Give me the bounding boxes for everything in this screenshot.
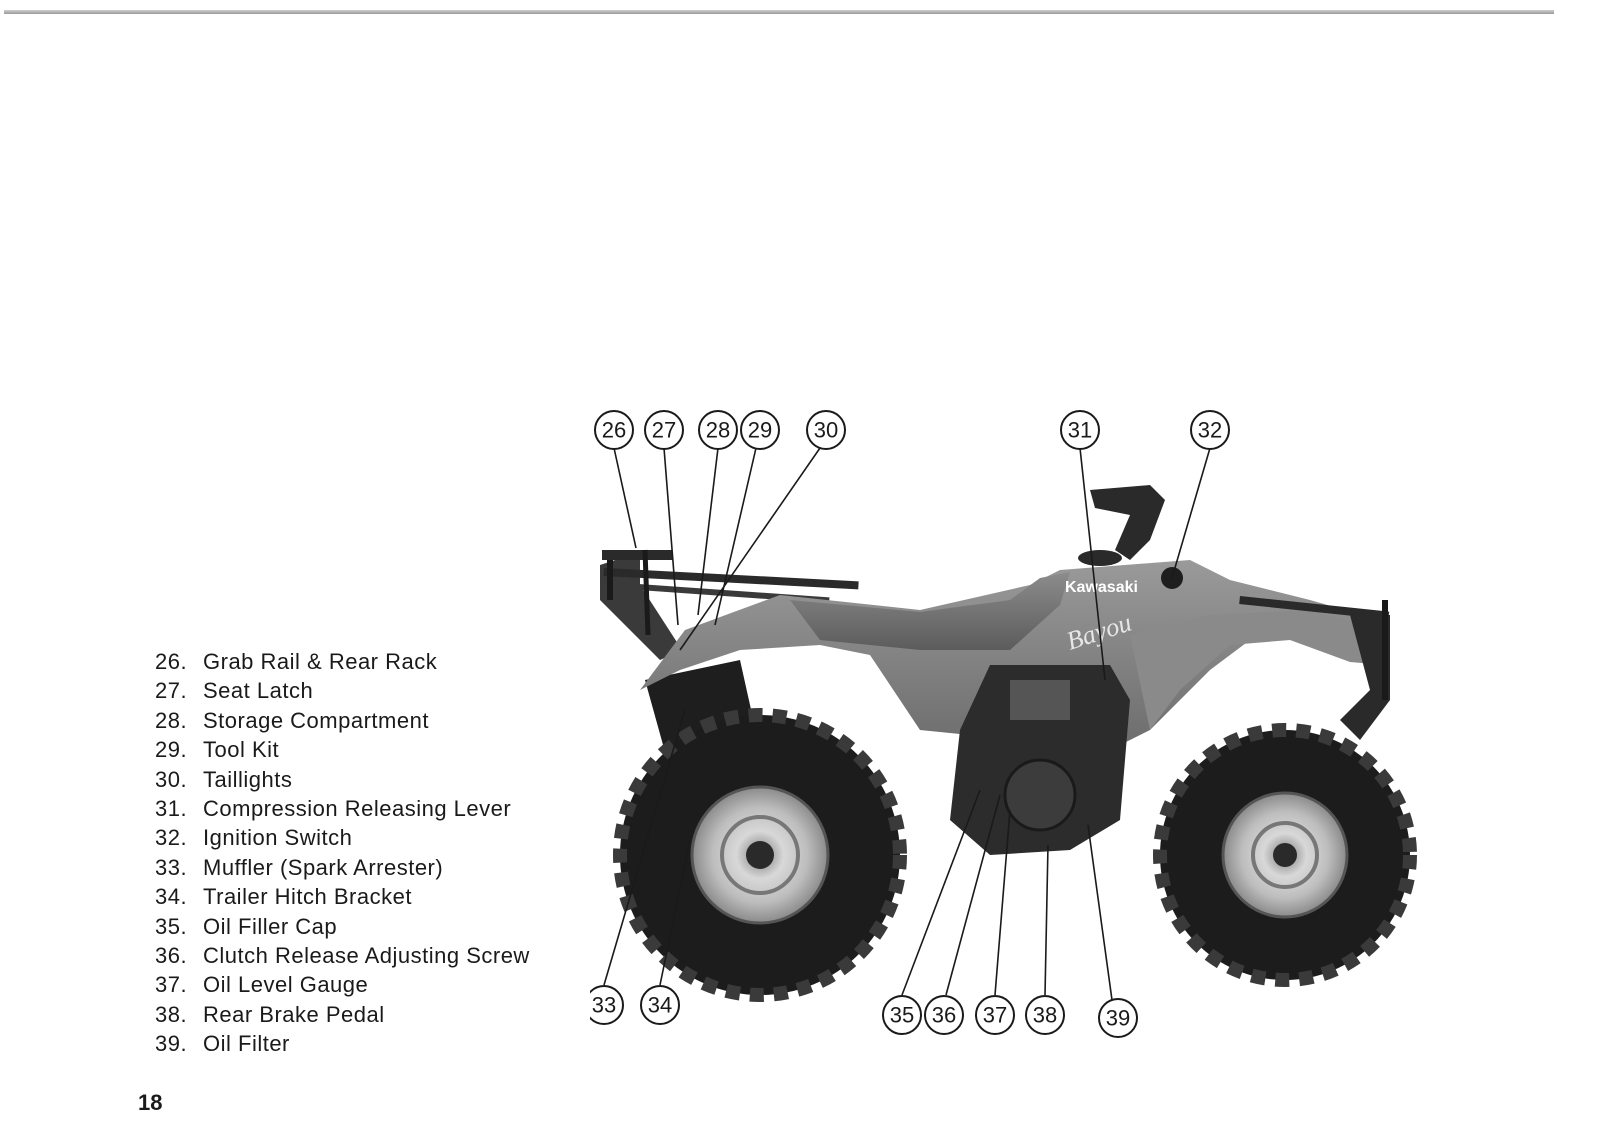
legend-number: 26. bbox=[155, 649, 188, 674]
legend-label: Grab Rail & Rear Rack bbox=[203, 649, 438, 674]
parts-legend: 26. Grab Rail & Rear Rack 27. Seat Latch 2… bbox=[155, 647, 530, 1059]
callout-36: 36 bbox=[924, 995, 964, 1035]
legend-number: 28. bbox=[155, 707, 188, 733]
legend-item: 27. Seat Latch bbox=[155, 676, 530, 705]
svg-text:38: 38 bbox=[1033, 1003, 1057, 1028]
svg-text:36: 36 bbox=[932, 1003, 956, 1028]
legend-number: 39. bbox=[155, 1031, 188, 1057]
legend-label: Tool Kit bbox=[203, 737, 280, 763]
legend-item: 34. Trailer Hitch Bracket bbox=[155, 882, 530, 911]
callout-31: 31 bbox=[1060, 410, 1100, 450]
legend-label: Rear Brake Pedal bbox=[203, 1001, 385, 1027]
legend-number: 30. bbox=[155, 766, 188, 792]
rear-wheel bbox=[613, 708, 907, 1002]
page-number: 18 bbox=[138, 1090, 163, 1115]
callout-29: 29 bbox=[740, 410, 780, 450]
legend-item: 31. Compression Releasing Lever bbox=[155, 794, 530, 823]
callout-27: 27 bbox=[644, 410, 684, 450]
callout-30: 30 bbox=[806, 410, 846, 450]
leader-lines bbox=[603, 447, 1211, 1001]
legend-label: Clutch Release Adjusting Screw bbox=[203, 943, 530, 969]
legend-item: 26. Grab Rail & Rear Rack bbox=[155, 647, 530, 676]
callout-34: 34 bbox=[640, 985, 680, 1025]
legend-number: 31. bbox=[155, 796, 188, 822]
callout-26: 26 bbox=[594, 410, 634, 450]
svg-text:26: 26 bbox=[602, 418, 626, 443]
legend-label: Seat Latch bbox=[203, 678, 314, 704]
legend-label: Storage Compartment bbox=[203, 707, 429, 733]
legend-number: 29. bbox=[155, 737, 188, 763]
legend-item: 38. Rear Brake Pedal bbox=[155, 1000, 530, 1029]
atv-figure: Kawasaki Bayou bbox=[590, 400, 1470, 1060]
callout-32: 32 bbox=[1190, 410, 1230, 450]
legend-number: 33. bbox=[155, 854, 188, 880]
legend-number: 32. bbox=[155, 825, 188, 851]
legend-item: 37. Oil Level Gauge bbox=[155, 970, 530, 999]
engine-cover bbox=[1003, 758, 1077, 832]
seat-shape bbox=[790, 572, 1070, 650]
atv-illustration: Kawasaki Bayou bbox=[590, 410, 1417, 1038]
svg-text:39: 39 bbox=[1106, 1006, 1130, 1031]
legend-number: 36. bbox=[155, 943, 188, 969]
callout-35: 35 bbox=[882, 995, 922, 1035]
svg-text:32: 32 bbox=[1198, 418, 1222, 443]
legend-item: 30. Taillights bbox=[155, 765, 530, 794]
legend-item: 33. Muffler (Spark Arrester) bbox=[155, 853, 530, 882]
svg-text:28: 28 bbox=[706, 418, 730, 443]
svg-text:34: 34 bbox=[648, 993, 672, 1018]
legend-label: Oil Level Gauge bbox=[203, 972, 369, 998]
handlebar bbox=[1090, 485, 1165, 560]
top-rule bbox=[4, 10, 1554, 14]
legend-label: Taillights bbox=[203, 766, 293, 792]
legend-label: Oil Filler Cap bbox=[203, 913, 338, 939]
legend-number: 35. bbox=[155, 913, 188, 939]
svg-text:30: 30 bbox=[814, 418, 838, 443]
svg-text:29: 29 bbox=[748, 418, 772, 443]
callout-37: 37 bbox=[975, 995, 1015, 1035]
legend-label: Compression Releasing Lever bbox=[203, 796, 512, 822]
legend-item: 29. Tool Kit bbox=[155, 735, 530, 764]
legend-item: 39. Oil Filter bbox=[155, 1029, 530, 1058]
callout-33: 33 bbox=[590, 985, 624, 1025]
fuel-cap bbox=[1078, 550, 1122, 566]
front-rack bbox=[1239, 596, 1390, 740]
brand-decal: Kawasaki bbox=[1065, 579, 1138, 596]
svg-text:31: 31 bbox=[1068, 418, 1092, 443]
front-fender bbox=[1130, 610, 1385, 730]
legend-label: Ignition Switch bbox=[203, 825, 353, 851]
callout-28: 28 bbox=[698, 410, 738, 450]
svg-text:33: 33 bbox=[592, 993, 616, 1018]
legend-label: Muffler (Spark Arrester) bbox=[203, 854, 444, 880]
legend-label: Trailer Hitch Bracket bbox=[203, 884, 412, 910]
legend-number: 27. bbox=[155, 678, 188, 704]
callout-39: 39 bbox=[1098, 998, 1138, 1038]
legend-item: 32. Ignition Switch bbox=[155, 823, 530, 852]
legend-item: 35. Oil Filler Cap bbox=[155, 912, 530, 941]
cylinder-fins bbox=[1010, 680, 1070, 720]
svg-text:37: 37 bbox=[983, 1003, 1007, 1028]
legend-label: Oil Filter bbox=[203, 1031, 290, 1057]
legend-item: 36. Clutch Release Adjusting Screw bbox=[155, 941, 530, 970]
svg-text:35: 35 bbox=[890, 1003, 914, 1028]
front-wheel bbox=[1153, 723, 1417, 987]
legend-number: 34. bbox=[155, 884, 188, 910]
callout-38: 38 bbox=[1025, 995, 1065, 1035]
svg-text:27: 27 bbox=[652, 418, 676, 443]
legend-number: 37. bbox=[155, 972, 188, 998]
legend-number: 38. bbox=[155, 1001, 188, 1027]
legend-item: 28. Storage Compartment bbox=[155, 706, 530, 735]
